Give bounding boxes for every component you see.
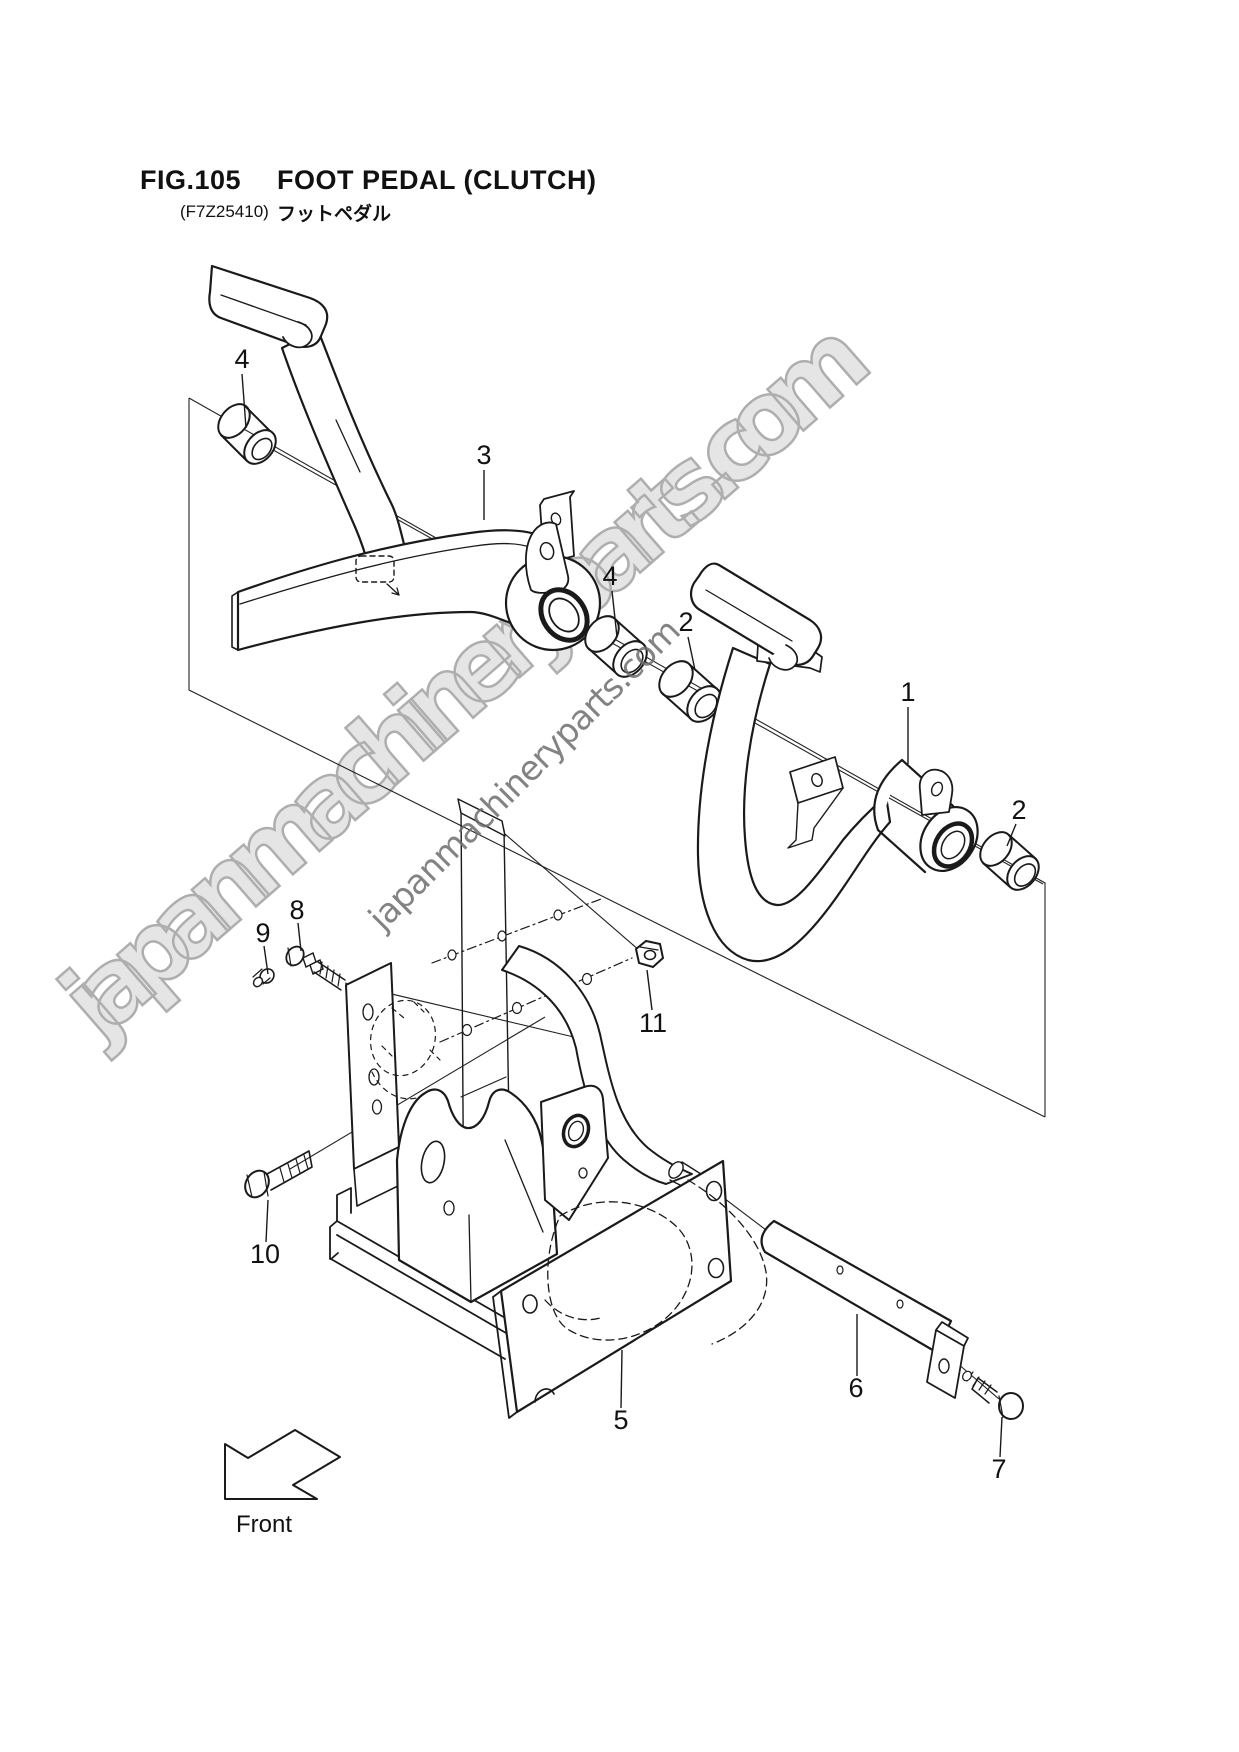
shaft-part6	[760, 1219, 969, 1399]
bolt7-axis-line	[956, 1362, 1000, 1400]
bushing-part4-middle	[584, 615, 648, 678]
bracket-left-plate	[345, 962, 400, 1170]
bracket-top-tab	[457, 798, 506, 837]
figure-number: FIG.105	[140, 165, 242, 195]
bolt-part7	[962, 1370, 1024, 1420]
part-callout-6: 6	[848, 1373, 863, 1403]
part-callout-2: 2	[678, 607, 693, 637]
part-callout-10: 10	[250, 1239, 280, 1269]
callout-leader-4	[241, 373, 247, 429]
nut-axis-line	[504, 833, 641, 952]
callout-leader-7	[999, 1416, 1003, 1458]
callout-leader-2	[1006, 823, 1017, 847]
front-arrow-label: Front	[236, 1511, 292, 1538]
part-callout-5: 5	[613, 1405, 628, 1435]
pedal1-pad	[689, 562, 823, 666]
part-callout-9: 9	[255, 918, 270, 948]
part-callout-1: 1	[900, 677, 915, 707]
part-callout-11: 11	[639, 1008, 667, 1038]
part-callout-7: 7	[991, 1454, 1006, 1484]
bolt-part10	[244, 1150, 313, 1199]
figure-code: (F7Z25410)	[180, 202, 269, 221]
callout-leader-10	[265, 1199, 269, 1243]
part-callout-8: 8	[289, 895, 304, 925]
part-callout-3: 3	[476, 440, 491, 470]
callout-leader-8	[297, 922, 302, 952]
nut-part11	[634, 939, 665, 969]
mount-plate	[492, 1159, 768, 1419]
hidden-outline-dashes	[544, 1179, 768, 1345]
part-callout-4: 4	[602, 561, 617, 591]
dashed-detail-box	[355, 555, 395, 583]
bushing-part4-left	[217, 403, 277, 465]
bolt10-axis-line	[289, 1016, 546, 1170]
callout-leader-9	[263, 945, 269, 975]
callout-leader-5	[620, 1349, 623, 1409]
page-title-jp: フットペダル	[277, 204, 392, 225]
screw-part9	[252, 968, 275, 988]
bracket-strap	[501, 945, 693, 1185]
bolt-part8	[285, 945, 346, 991]
part-callout-2: 2	[1011, 795, 1026, 825]
hidden-hole-row	[431, 898, 633, 1043]
callout-leader-2	[687, 636, 696, 671]
page-title: FOOT PEDAL (CLUTCH)	[277, 165, 597, 195]
bracket-channel	[395, 1088, 559, 1304]
bushing-part2-middle	[658, 660, 722, 723]
part-callout-4: 4	[234, 344, 249, 374]
bushing-part2-right	[979, 831, 1040, 891]
front-arrow-icon	[224, 1429, 341, 1500]
pedal-arm-part3	[208, 264, 602, 652]
bracket-assembly-part5	[329, 798, 706, 1360]
bracket-pivot-lobe	[540, 1084, 609, 1221]
callouts-layer: 4 3 4 2 1 2 89 11 10 5 6 7	[234, 344, 1026, 1484]
pedal-arm-part1	[689, 562, 979, 963]
callout-leader-11	[646, 969, 653, 1011]
projection-plane-left-bottom	[188, 398, 1046, 1118]
front-arrow: Front	[224, 1429, 341, 1538]
callout-leader-4	[611, 590, 618, 638]
